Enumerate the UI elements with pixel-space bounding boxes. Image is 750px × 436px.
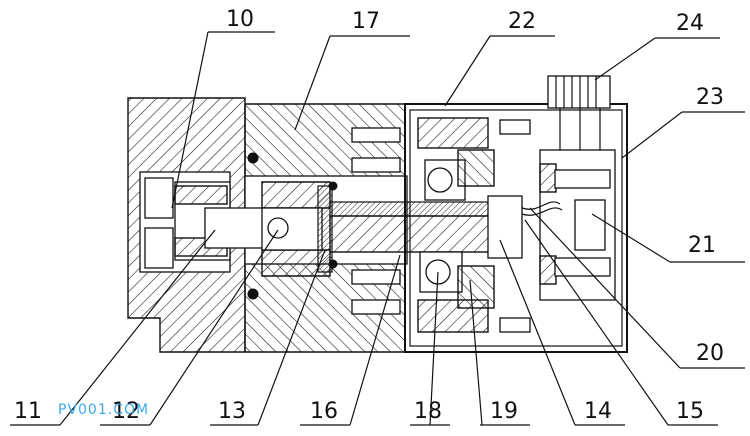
callout-19: 19 — [490, 399, 518, 424]
callout-15: 15 — [676, 399, 704, 424]
callout-16: 16 — [310, 399, 338, 424]
callout-14: 14 — [584, 399, 612, 424]
callout-13: 13 — [218, 399, 246, 424]
callout-11: 11 — [14, 399, 42, 424]
callout-18: 18 — [414, 399, 442, 424]
watermark: PV001.COM — [58, 402, 149, 418]
callout-22: 22 — [508, 9, 536, 34]
callout-21: 21 — [688, 233, 716, 258]
callout-10: 10 — [226, 7, 254, 32]
piston-assembly — [174, 181, 333, 277]
callout-23: 23 — [696, 85, 724, 110]
callout-20: 20 — [696, 341, 724, 366]
callout-12: 12 — [112, 399, 140, 424]
callout-17: 17 — [352, 9, 380, 34]
connector — [547, 75, 611, 150]
leader-lines — [10, 31, 745, 426]
callout-labels: 10 17 22 24 23 21 20 11 12 13 16 18 19 1… — [14, 7, 724, 424]
callout-24: 24 — [676, 11, 704, 36]
